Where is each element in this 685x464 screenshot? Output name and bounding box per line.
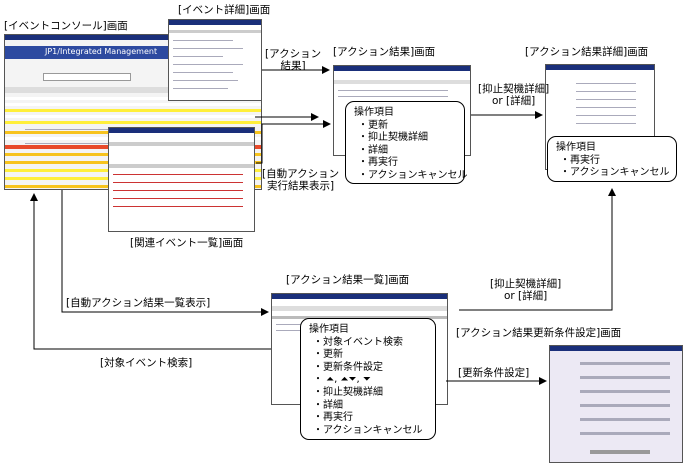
bubble-item: ・抑止契機詳細 [313, 386, 383, 398]
label-action-result-trigger: [アクション 結果] [265, 48, 322, 72]
action-detail-ops-bubble: 操作項目 ・再実行 ・アクションキャンセル [547, 136, 677, 182]
label-update-condition-screen: [アクション結果更新条件設定]画面 [456, 327, 622, 339]
bubble-item: ・詳細 [313, 399, 343, 411]
bubble-item: ・アクションキャンセル [560, 167, 670, 179]
bubble-item: ・更新 [313, 349, 343, 361]
label-action-result-list: [アクション結果一覧]画面 [286, 274, 410, 286]
action-result-ops-bubble: 操作項目 ・更新 ・抑止契機詳細 ・詳細 ・再実行 ・アクションキャンセル [345, 101, 468, 184]
bubble-item: ・ ⏶, ⏶⏷, ⏷ [313, 374, 371, 386]
label-auto-action-result-list: [自動アクション結果一覧表示] [66, 297, 211, 309]
bubble-title: 操作項目 [556, 142, 596, 153]
label-update-condition-setting: [更新条件設定] [458, 367, 530, 379]
bubble-item: ・再実行 [313, 412, 353, 424]
update-condition-screenshot [549, 345, 683, 463]
label-action-result-detail: [アクション結果詳細]画面 [525, 46, 649, 58]
bubble-title: 操作項目 [354, 107, 394, 118]
bubble-item: ・対象イベント検索 [313, 336, 403, 348]
label-suppress-detail-2: [抑止契機詳細] or [詳細] [490, 278, 562, 302]
bubble-item: ・更新条件設定 [313, 361, 383, 373]
bubble-item: ・再実行 [358, 157, 398, 169]
action-list-ops-bubble: 操作項目 ・対象イベント検索 ・更新 ・更新条件設定 ・ ⏶, ⏶⏷, ⏷ ・抑… [300, 318, 436, 440]
event-detail-screenshot [168, 19, 262, 101]
label-action-result: [アクション結果]画面 [333, 46, 436, 58]
related-event-list-screenshot [108, 127, 255, 232]
bubble-item: ・更新 [358, 119, 388, 131]
console-title: JP1/Integrated Management [45, 47, 158, 56]
bubble-item: ・抑止契機詳細 [358, 132, 428, 144]
bubble-item: ・再実行 [560, 154, 600, 166]
label-suppress-detail-1: [抑止契機詳細] or [詳細] [478, 83, 550, 107]
bubble-item: ・アクションキャンセル [313, 424, 423, 436]
bubble-title: 操作項目 [309, 324, 349, 335]
bubble-item: ・詳細 [358, 144, 388, 156]
label-event-detail: [イベント詳細]画面 [178, 4, 271, 16]
label-auto-action-exec: [自動アクション 実行結果表示] [262, 168, 340, 192]
bubble-item: ・アクションキャンセル [358, 169, 468, 181]
label-event-console: [イベントコンソール]画面 [4, 20, 128, 32]
label-related-event-list: [関連イベント一覧]画面 [130, 237, 244, 249]
label-target-event-search: [対象イベント検索] [100, 357, 193, 369]
